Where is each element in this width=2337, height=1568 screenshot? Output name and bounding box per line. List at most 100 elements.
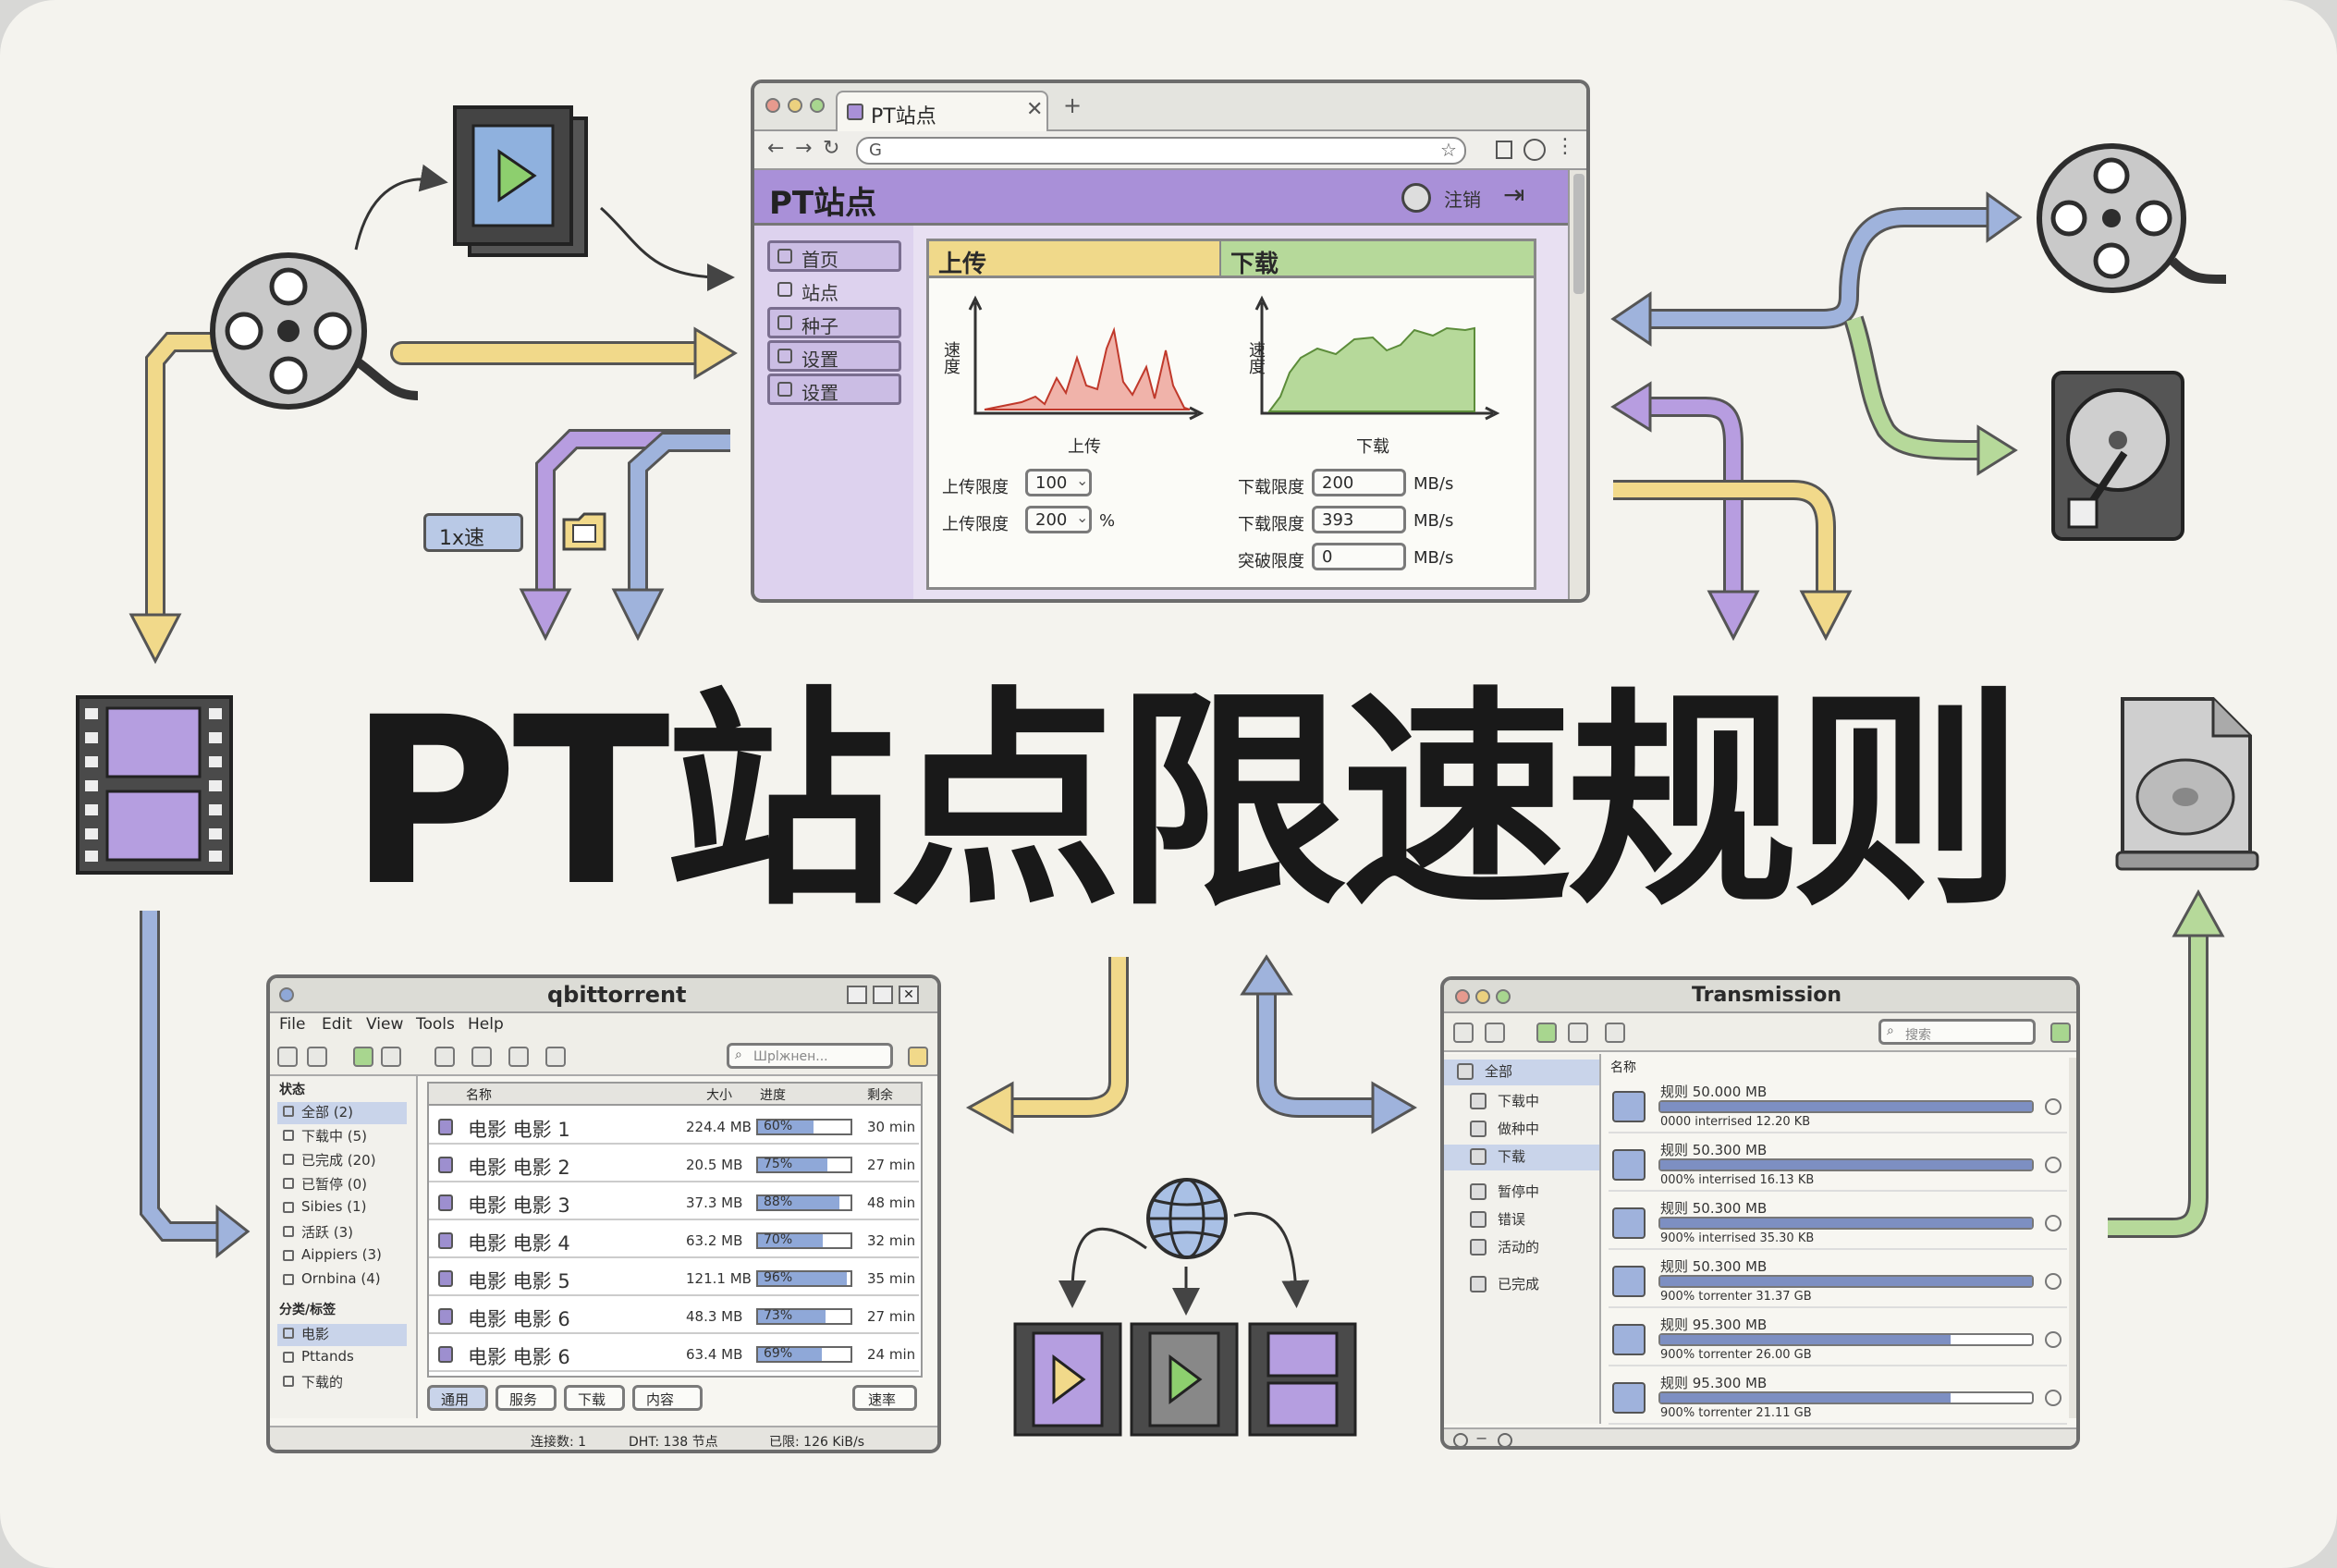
column-name[interactable]: 名称 bbox=[466, 1088, 492, 1103]
tr-search-input[interactable]: ⌕ 搜索 bbox=[1878, 1019, 2036, 1045]
profile-icon[interactable] bbox=[1523, 139, 1546, 161]
tab-content[interactable]: 内容 bbox=[632, 1385, 703, 1411]
scroll-thumb[interactable] bbox=[1573, 174, 1585, 294]
download-limit-input-1[interactable]: 200 bbox=[1312, 469, 1406, 496]
tab-close-icon[interactable]: ✕ bbox=[1026, 98, 1044, 121]
menu-file[interactable]: File bbox=[279, 1015, 306, 1034]
tr-filter-download[interactable]: 下载 bbox=[1444, 1145, 1599, 1170]
menu-icon[interactable]: ⋮ bbox=[1555, 135, 1575, 158]
upload-limit-select-1[interactable]: 100 ⌄ bbox=[1025, 469, 1092, 496]
tab-trackers[interactable]: 服务 bbox=[496, 1385, 557, 1411]
address-bar[interactable]: G ☆ bbox=[856, 137, 1466, 165]
reader-icon[interactable] bbox=[1496, 141, 1512, 159]
forward-icon[interactable]: → bbox=[795, 137, 813, 160]
filter-ornbina[interactable]: Ornbina (4) bbox=[277, 1270, 407, 1292]
tr-filter-paused[interactable]: 暂停中 bbox=[1457, 1180, 1586, 1206]
turtle-small-icon[interactable] bbox=[1498, 1433, 1512, 1446]
pause-icon[interactable] bbox=[2045, 1215, 2062, 1231]
tab-general[interactable]: 通用 bbox=[427, 1385, 488, 1411]
nav-item-messages[interactable]: 设置 bbox=[767, 340, 901, 372]
filter-sibies[interactable]: Sibies (1) bbox=[277, 1198, 407, 1220]
filter-aippiers[interactable]: Aippiers (3) bbox=[277, 1246, 407, 1268]
add-link-icon[interactable] bbox=[277, 1047, 298, 1067]
turtle-icon[interactable] bbox=[2050, 1023, 2071, 1043]
download-limit-input-2[interactable]: 393 bbox=[1312, 506, 1406, 533]
nav-item-torrents[interactable]: 种子 bbox=[767, 307, 901, 338]
back-icon[interactable]: ← bbox=[767, 137, 785, 160]
burst-limit-input[interactable]: 0 bbox=[1312, 543, 1406, 570]
maximize-dot[interactable] bbox=[1496, 989, 1511, 1004]
pause-icon[interactable] bbox=[1568, 1023, 1588, 1043]
pause-icon[interactable] bbox=[2045, 1331, 2062, 1348]
filter-all[interactable]: 全部 (2) bbox=[277, 1102, 407, 1124]
options-icon[interactable] bbox=[1605, 1023, 1625, 1043]
options-icon[interactable] bbox=[508, 1047, 529, 1067]
menu-help[interactable]: Help bbox=[468, 1015, 504, 1034]
add-icon[interactable] bbox=[1485, 1023, 1505, 1043]
close-button[interactable]: ✕ bbox=[899, 986, 919, 1004]
pause-icon[interactable] bbox=[2045, 1273, 2062, 1290]
nav-item-site[interactable]: 站点 bbox=[767, 274, 901, 305]
nav-item-home[interactable]: 首页 bbox=[767, 240, 901, 272]
nav-item-settings[interactable]: 设置 bbox=[767, 374, 901, 405]
category-downloaded[interactable]: 下载的 bbox=[277, 1372, 407, 1394]
menu-tools[interactable]: Tools bbox=[416, 1015, 455, 1034]
pause-all-icon[interactable] bbox=[434, 1047, 455, 1067]
column-progress[interactable]: 进度 bbox=[760, 1088, 786, 1103]
tr-scrollbar[interactable] bbox=[2069, 1058, 2076, 1418]
menu-view[interactable]: View bbox=[366, 1015, 404, 1034]
tab-pt-site[interactable]: PT站点 ✕ bbox=[836, 91, 1048, 131]
upload-limit-select-2[interactable]: 200 ⌄ bbox=[1025, 506, 1092, 533]
tr-filter-error[interactable]: 错误 bbox=[1457, 1207, 1586, 1233]
close-dot[interactable] bbox=[765, 98, 780, 113]
speed-tag-button[interactable]: 1x速 bbox=[423, 513, 523, 552]
filter-active[interactable]: 活跃 (3) bbox=[277, 1222, 407, 1244]
column-eta[interactable]: 剩余 bbox=[867, 1088, 893, 1103]
pause-icon[interactable] bbox=[2045, 1157, 2062, 1173]
resume-icon[interactable] bbox=[1536, 1023, 1557, 1043]
minus-icon[interactable]: − bbox=[1475, 1429, 1488, 1447]
minimize-button[interactable] bbox=[847, 986, 867, 1004]
pause-icon[interactable] bbox=[381, 1047, 401, 1067]
filter-downloading[interactable]: 下载中 (5) bbox=[277, 1126, 407, 1148]
minimize-dot[interactable] bbox=[1475, 989, 1490, 1004]
column-size[interactable]: 大小 bbox=[706, 1088, 732, 1103]
filter-paused[interactable]: 已暂停 (0) bbox=[277, 1174, 407, 1196]
tr-filter-active[interactable]: 活动的 bbox=[1457, 1235, 1586, 1261]
new-tab-icon[interactable]: + bbox=[1063, 92, 1083, 118]
close-dot[interactable] bbox=[1455, 989, 1470, 1004]
settings-icon[interactable] bbox=[1453, 1433, 1468, 1446]
logout-label[interactable]: 注销 bbox=[1444, 189, 1481, 211]
tr-filter-seeding[interactable]: 做种中 bbox=[1457, 1117, 1586, 1143]
gear-icon[interactable] bbox=[545, 1047, 566, 1067]
menu-edit[interactable]: Edit bbox=[322, 1015, 352, 1034]
column-name[interactable]: 名称 bbox=[1610, 1060, 1636, 1075]
pause-icon[interactable] bbox=[2045, 1390, 2062, 1406]
maximize-button[interactable] bbox=[873, 986, 893, 1004]
rss-icon[interactable] bbox=[908, 1047, 928, 1067]
pause-icon[interactable] bbox=[2045, 1098, 2062, 1115]
filter-icon[interactable] bbox=[471, 1047, 492, 1067]
reload-icon[interactable]: ↻ bbox=[823, 137, 840, 160]
tab-speed[interactable]: 速率 bbox=[852, 1385, 917, 1411]
star-icon[interactable]: ☆ bbox=[1440, 139, 1457, 161]
tr-filter-completed[interactable]: 已完成 bbox=[1457, 1272, 1586, 1298]
add-torrent-icon[interactable] bbox=[307, 1047, 327, 1067]
category-movies[interactable]: 电影 bbox=[277, 1324, 407, 1346]
page-scrollbar[interactable] bbox=[1568, 170, 1586, 599]
logout-icon[interactable]: ⇥ bbox=[1503, 179, 1525, 210]
open-folder-icon[interactable] bbox=[1453, 1023, 1474, 1043]
maximize-dot[interactable] bbox=[810, 98, 825, 113]
